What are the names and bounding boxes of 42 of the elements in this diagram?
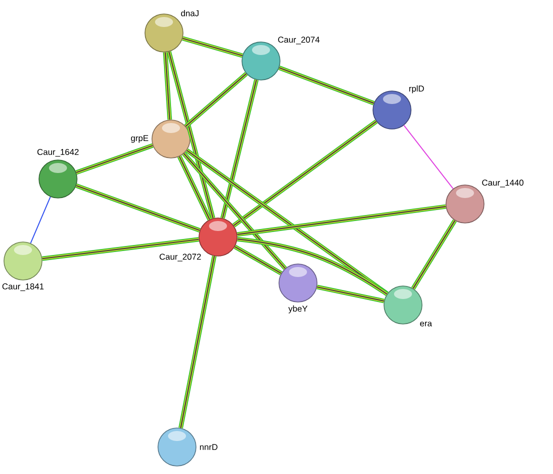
interaction-line — [177, 156, 212, 220]
interaction-line — [182, 36, 243, 58]
interaction-line — [237, 236, 388, 296]
node-label: Caur_1642 — [37, 148, 79, 157]
node-label: Caur_2072 — [160, 254, 201, 262]
interaction-line — [182, 152, 287, 270]
protein-node: rplD — [372, 85, 424, 130]
interaction-line — [234, 244, 282, 276]
interaction-line — [75, 184, 201, 232]
interaction-line — [411, 219, 457, 290]
protein-node: Caur_1841 — [2, 242, 44, 292]
node-label: dnaJ — [181, 10, 199, 16]
node-label: grpE — [131, 135, 148, 143]
node-label: ybeY — [288, 305, 308, 314]
interaction-line — [178, 256, 216, 428]
interaction-line — [76, 143, 154, 175]
node-label: Caur_1440 — [482, 180, 524, 188]
protein-node: ybeY — [278, 264, 318, 314]
interaction-line — [403, 124, 454, 190]
protein-node: Caur_2074 — [242, 36, 320, 80]
protein-node: Caur_1642 — [37, 148, 79, 198]
interaction-line — [220, 79, 259, 219]
interaction-line — [232, 120, 378, 228]
protein-node: era — [384, 286, 432, 326]
node-label: nnrD — [200, 444, 218, 450]
interaction-line — [163, 52, 172, 120]
interaction-line — [42, 237, 200, 261]
node-label: rplD — [409, 85, 424, 94]
node-label: Caur_1841 — [2, 283, 44, 292]
protein-node: Caur_1440 — [446, 180, 524, 224]
node-label: era — [420, 322, 432, 326]
interaction-line — [316, 284, 384, 304]
interaction-line — [166, 51, 216, 219]
protein-node: grpE — [131, 120, 190, 158]
node-label: Caur_2074 — [278, 36, 320, 44]
interaction-line — [278, 66, 375, 106]
protein-node: nnrD — [158, 428, 218, 466]
interaction-line — [30, 196, 51, 244]
protein-node: dnaJ — [144, 10, 199, 52]
protein-node: Caur_2072 — [160, 218, 238, 262]
interaction-line — [184, 72, 248, 128]
interaction-line — [236, 204, 446, 237]
